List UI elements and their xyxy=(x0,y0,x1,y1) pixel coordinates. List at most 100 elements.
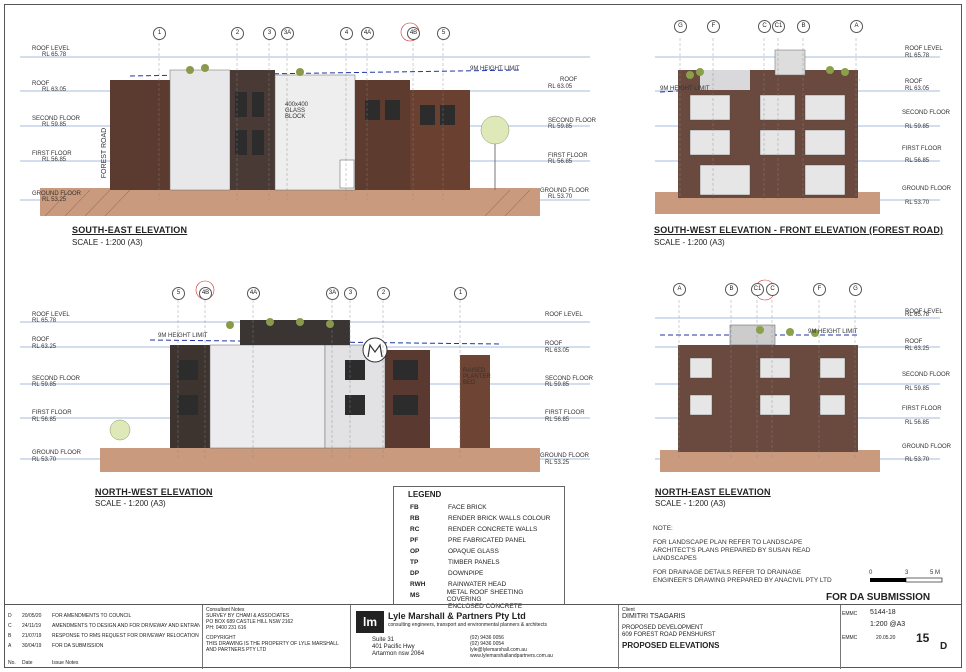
legend-title: LEGEND xyxy=(408,490,442,499)
ne-second-label: SECOND FLOOR xyxy=(902,372,951,378)
se-roof-label: ROOF xyxy=(32,81,50,87)
nw-raised-planter: RAISED PLANTER BED xyxy=(463,368,491,386)
copyright-text: THIS DRAWING IS THE PROPERTY OF LYLE MAR… xyxy=(206,641,339,653)
revision-date: 21/07/19 xyxy=(22,633,42,639)
grid-marker-nw-3a: 3A xyxy=(326,287,339,300)
nw-ground-r-label: GROUND FLOOR xyxy=(540,453,590,459)
ne-roof-label: ROOF xyxy=(905,339,923,345)
legend-code: TP xyxy=(410,559,419,566)
revision-rev: B xyxy=(8,633,12,639)
scale-bar xyxy=(870,577,943,583)
client-head: Client xyxy=(622,607,635,613)
ne-roof-rl: RL 63.25 xyxy=(905,346,930,352)
revision-rev: D xyxy=(8,613,12,619)
nw-height-limit: 9M HEIGHT LIMIT xyxy=(158,333,208,339)
sw-roof-label: ROOF xyxy=(905,79,923,85)
addr3: Artarmon nsw 2064 xyxy=(372,651,425,657)
se-second-r-rl: RL 59.85 xyxy=(548,124,573,130)
revision-desc: FOR AMENDMENTS TO COUNCIL xyxy=(52,613,132,619)
se-title: SOUTH-EAST ELEVATION xyxy=(72,225,188,235)
sheet-number: 15 xyxy=(916,631,930,645)
sw-first-rl: RL 56.85 xyxy=(905,158,930,164)
grid-marker-nw-4b: 4B xyxy=(199,287,212,300)
ne-roof-level-rl: RL 65.78 xyxy=(905,312,930,318)
legend-code: FB xyxy=(410,504,419,511)
legend-desc: FACE BRICK xyxy=(448,504,487,511)
se-ground-label: GROUND FLOOR xyxy=(32,191,82,197)
drawing-scale: 1:200 @A3 xyxy=(870,621,906,628)
grid-marker-nw-5: 5 xyxy=(172,287,185,300)
legend-desc: METAL ROOF SHEETING COVERING xyxy=(446,588,524,603)
grid-marker-3: 3 xyxy=(263,27,276,40)
legend-code: RC xyxy=(410,526,420,533)
drawing-title: PROPOSED ELEVATIONS xyxy=(622,641,720,650)
se-roof-r-label: ROOF xyxy=(560,77,578,83)
revision-rev: A xyxy=(8,643,12,649)
se-roof-rl: RL 63.05 xyxy=(42,87,67,93)
project-line-2: 609 FOREST ROAD PENSHURST xyxy=(622,632,716,638)
grid-marker-nw-4a: 4A xyxy=(247,287,260,300)
grid-marker-4a: 4A xyxy=(361,27,374,40)
ne-title: NORTH-EAST ELEVATION xyxy=(655,487,771,497)
surveyor-addr: PO BOX 689 CASTLE HILL NSW 2162 xyxy=(206,619,294,625)
nw-second-r-rl: RL 59.85 xyxy=(545,382,570,388)
legend-desc: DOWNPIPE xyxy=(448,570,484,577)
se-ground-r-label: GROUND FLOOR xyxy=(540,188,590,194)
legend-item: RC RENDER CONCRETE WALLS xyxy=(402,524,556,535)
notes-block: NOTE: FOR LANDSCAPE PLAN REFER TO LANDSC… xyxy=(653,525,833,591)
se-second-label: SECOND FLOOR xyxy=(32,116,81,122)
email: lyle@lylemarshall.com.au xyxy=(470,647,527,653)
ne-ground-rl: RL 53.70 xyxy=(905,457,930,463)
grid-marker-ne-g: G xyxy=(849,283,862,296)
grid-marker-nw-3: 3 xyxy=(344,287,357,300)
legend-code: RB xyxy=(410,515,420,522)
se-ground-rl: RL 53.25 xyxy=(42,197,67,203)
nw-first-rl: RL 56.85 xyxy=(32,417,57,423)
rev-head: No. xyxy=(8,660,16,666)
revision-date: 24/11/19 xyxy=(22,623,42,629)
addr1: Suite 31 xyxy=(372,637,395,643)
nw-first-r-rl: RL 56.85 xyxy=(545,417,570,423)
client-name: DIMITRI TSAGARIS xyxy=(622,613,686,620)
issue-date: 20.05.20 xyxy=(876,635,896,641)
nw-second-rl: RL 59.85 xyxy=(32,382,57,388)
legend-item: ENCLOSED CONCRETE xyxy=(402,601,556,612)
phone: (02) 9436 0056 xyxy=(470,635,504,641)
grid-marker-nw-2: 2 xyxy=(377,287,390,300)
nw-roof-level-rl: RL 65.78 xyxy=(32,318,57,324)
se-glass-block: 400x400 GLASS BLOCK xyxy=(285,102,309,120)
firm-sub: consulting engineers, transport and envi… xyxy=(388,622,547,628)
ne-roof-level-label: ROOF LEVEL xyxy=(905,309,943,315)
se-roof-level-label: ROOF LEVEL xyxy=(32,46,70,52)
nw-title: NORTH-WEST ELEVATION xyxy=(95,487,213,497)
scale-bar-5: 5 M xyxy=(930,570,941,576)
surveyor: SURVEY BY CHAMI & ASSOCIATES xyxy=(206,613,290,619)
sw-ground-rl: RL 53.70 xyxy=(905,200,930,206)
nw-ground-rl: RL 53.70 xyxy=(32,457,57,463)
se-second-r-label: SECOND FLOOR xyxy=(548,118,597,124)
se-first-r-rl: RL 56.85 xyxy=(548,159,573,165)
revision-letter: D xyxy=(940,641,948,652)
web: www.lylemarshallandpartners.com.au xyxy=(470,653,553,659)
ne-first-rl: RL 56.85 xyxy=(905,420,930,426)
revision-desc: FOR DA SUBMISSION xyxy=(52,643,104,649)
grid-marker-f: F xyxy=(707,20,720,33)
drawing-sheet xyxy=(4,4,962,668)
issue-head: Issue Notes xyxy=(52,660,79,666)
ne-second-rl: RL 59.85 xyxy=(905,386,930,392)
se-second-rl: RL 59.85 xyxy=(42,122,67,128)
sw-scale: SCALE - 1:200 (A3) xyxy=(654,238,725,247)
legend-desc: RENDER CONCRETE WALLS xyxy=(448,526,538,533)
